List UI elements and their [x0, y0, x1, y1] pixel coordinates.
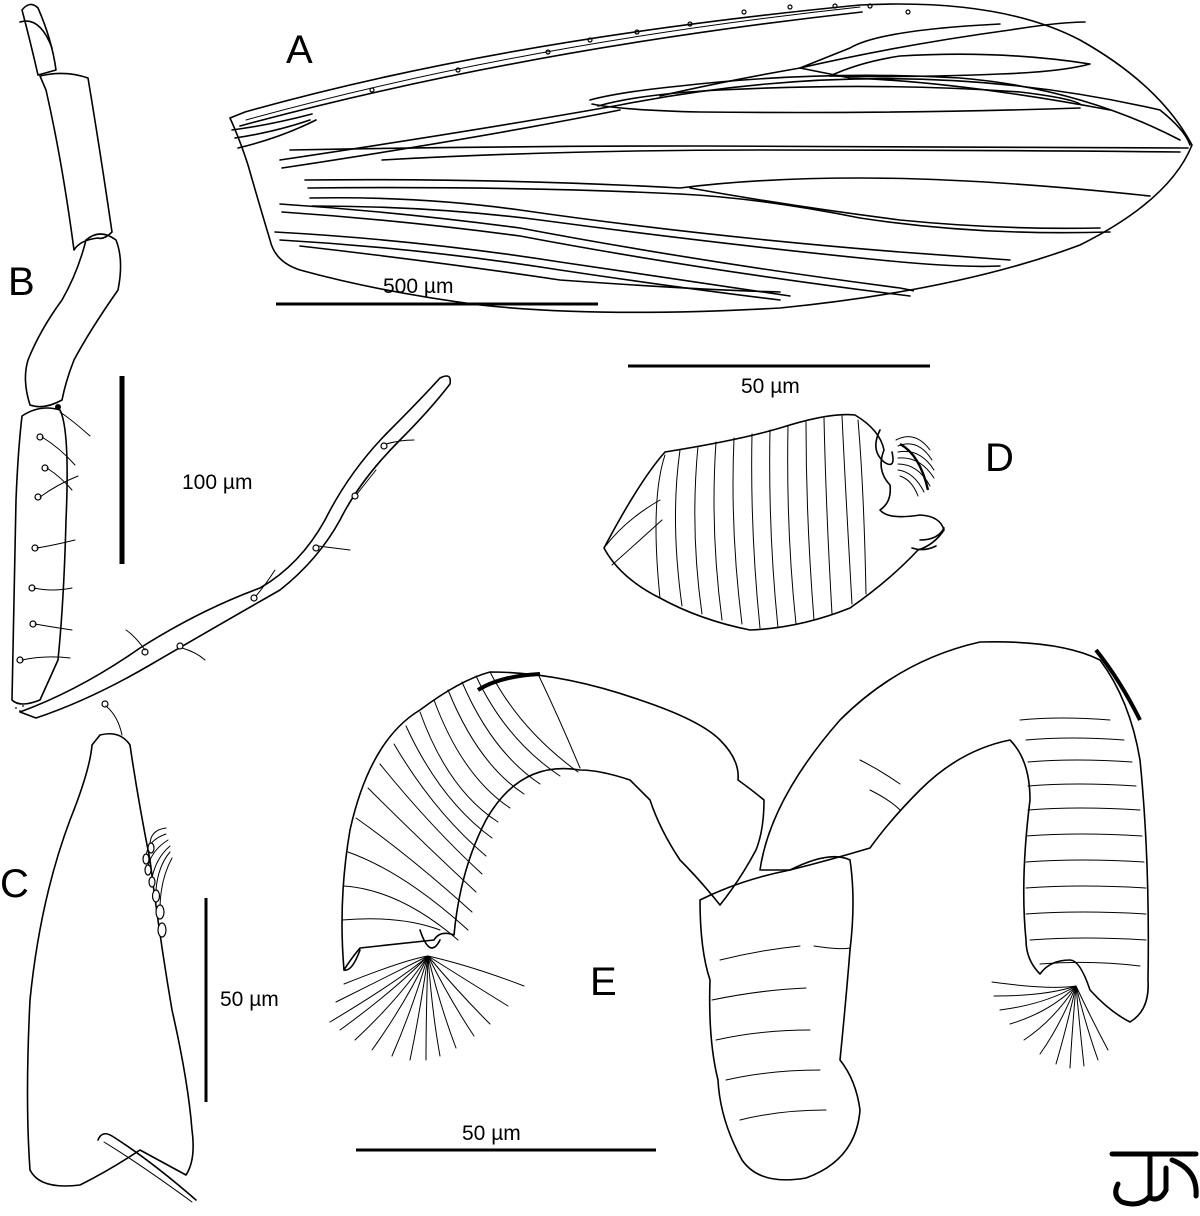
- scale-label-c: 50 µm: [220, 988, 279, 1011]
- scale-label-d: 50 µm: [741, 375, 800, 398]
- panel-a-label: A: [286, 28, 313, 72]
- palp-drawing: [26, 732, 197, 1203]
- panel-d-label: D: [985, 436, 1014, 480]
- segment-d-drawing: [603, 413, 945, 631]
- wing-drawing: [229, 3, 1193, 314]
- scale-label-e: 50 µm: [462, 1122, 521, 1145]
- signature-logo: [1109, 1151, 1199, 1207]
- scale-label-a: 500 µm: [383, 275, 454, 298]
- panel-c-label: C: [0, 862, 29, 906]
- panel-b-label: B: [8, 260, 35, 304]
- terminalia-drawing: [329, 641, 1150, 1181]
- panel-e-label: E: [590, 960, 617, 1004]
- leg-drawing: [11, 3, 452, 736]
- scale-label-b: 100 µm: [182, 471, 253, 494]
